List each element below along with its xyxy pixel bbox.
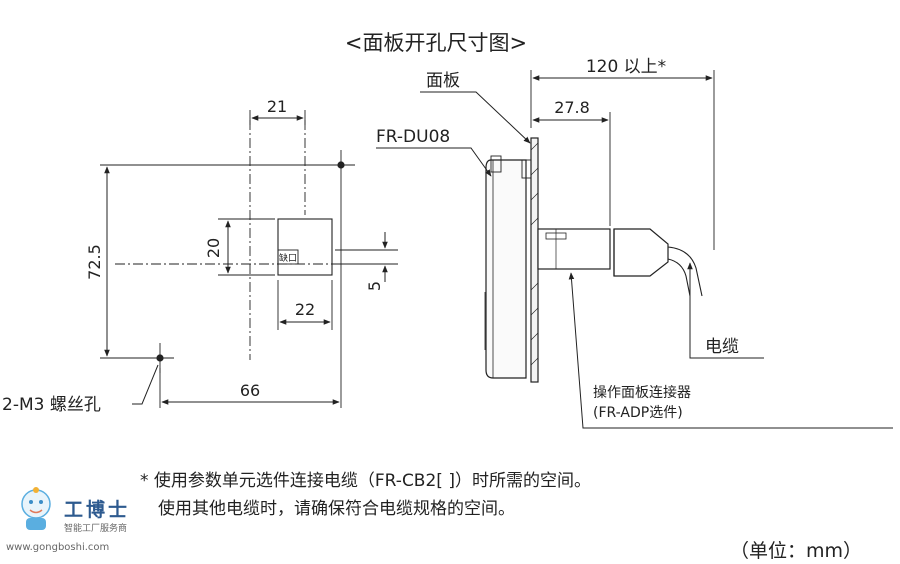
dim-21-label: 21 [267, 97, 287, 116]
dim-72-5-label: 72.5 [85, 244, 104, 280]
screw-holes-label: 2-M3 螺丝孔 [2, 395, 101, 415]
notch-label: 缺口 [279, 252, 297, 264]
watermark-tagline: 智能工厂服务商 [64, 524, 128, 534]
connector-label-line1: 操作面板连接器 [593, 384, 691, 401]
dim-66-label: 66 [240, 381, 260, 400]
connector-label-line2: (FR-ADP选件) [593, 405, 683, 421]
dim-120-label: 120 以上* [586, 57, 666, 77]
cutout-rect [277, 218, 333, 276]
side-view-drawing [376, 70, 893, 429]
unit-label: （单位：mm） [730, 540, 863, 562]
operator-panel-body [485, 159, 527, 379]
cable-label: 电缆 [705, 337, 739, 357]
watermark-url: www.gongboshi.com [6, 542, 110, 553]
watermark-name: 工博士 [64, 499, 131, 521]
cable [667, 246, 703, 297]
dim-5-label: 5 [365, 281, 384, 291]
dim-27-8-label: 27.8 [554, 98, 590, 117]
dim-20-label: 20 [204, 238, 223, 258]
note-line-2: 使用其他电缆时，请确保符合电缆规格的空间。 [158, 499, 515, 519]
panel-plate [530, 137, 539, 383]
notch-rect [277, 249, 299, 265]
model-label: FR-DU08 [376, 127, 450, 147]
cutout-drawing [100, 110, 398, 408]
dim-22-label: 22 [295, 300, 315, 319]
watermark-logo [21, 487, 51, 530]
diagram-title: <面板开孔尺寸图> [345, 31, 527, 55]
panel-label: 面板 [426, 71, 460, 91]
cable-plug [613, 228, 669, 277]
connector-body [537, 228, 611, 270]
note-line-1: * 使用参数单元选件连接电缆（FR-CB2[ ]）时所需的空间。 [140, 471, 591, 491]
